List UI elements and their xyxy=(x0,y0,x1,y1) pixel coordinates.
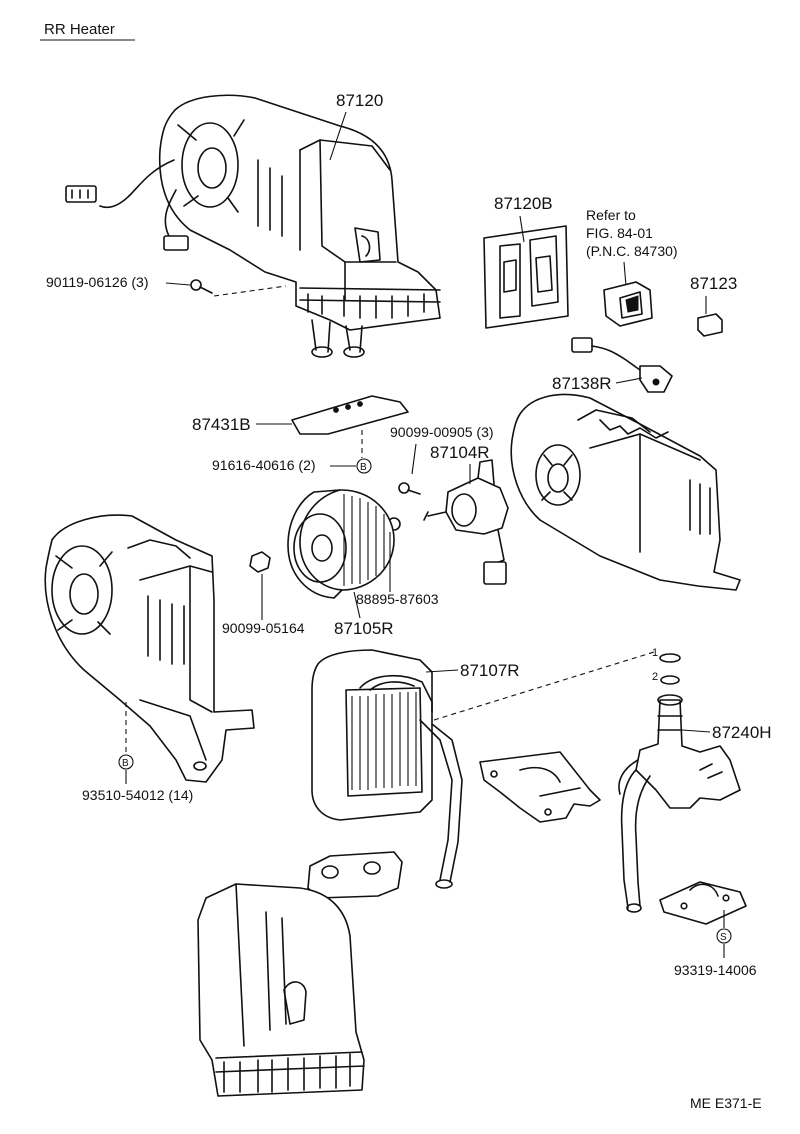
label-87138r: 87138R xyxy=(552,374,612,393)
marker-s-text: S xyxy=(720,932,727,943)
label-90119-06126: 90119-06126 (3) xyxy=(46,274,148,290)
label-87107r: 87107R xyxy=(460,661,520,680)
marker-b-lower-text: B xyxy=(122,758,129,769)
heater-core-87107r xyxy=(311,649,463,889)
label-88895-87603: 88895-87603 xyxy=(356,591,439,607)
clamp-plate-93319 xyxy=(659,881,747,925)
housing-right xyxy=(510,393,741,591)
switch-84730 xyxy=(603,281,653,327)
label-87105r: 87105R xyxy=(334,619,394,638)
o-ring-1 xyxy=(659,653,681,663)
duct-cover-bottom xyxy=(197,883,365,1097)
refer-line-1: Refer to xyxy=(586,207,636,223)
sensor-87138r xyxy=(571,337,673,393)
marker-s xyxy=(716,928,732,944)
bracket-87431b xyxy=(291,395,409,435)
label-87431b: 87431B xyxy=(192,415,251,434)
o-ring-2 xyxy=(660,675,680,685)
heater-unit-upper xyxy=(65,94,441,358)
label-93510-54012: 93510-54012 (14) xyxy=(82,787,193,803)
label-93319-14006: 93319-14006 xyxy=(674,962,757,978)
label-87104r: 87104R xyxy=(430,443,490,462)
label-91616-40616: 91616-40616 (2) xyxy=(212,457,316,473)
control-panel-87120b xyxy=(483,225,569,329)
marker-b-upper xyxy=(356,458,372,474)
servo-motor-87104r xyxy=(387,459,509,585)
figure-code: ME E371-E xyxy=(690,1095,762,1111)
label-87120b: 87120B xyxy=(494,194,553,213)
diagram-title: RR Heater xyxy=(44,21,115,38)
label-87120: 87120 xyxy=(336,91,383,110)
mounting-bracket xyxy=(479,751,601,823)
label-n1: 1 xyxy=(652,647,658,659)
label-87123: 87123 xyxy=(690,274,737,293)
clip-87123 xyxy=(697,313,723,337)
marker-b-lower xyxy=(118,754,134,770)
nut-90099-05164 xyxy=(249,551,271,573)
label-90099-00905: 90099-00905 (3) xyxy=(390,424,494,440)
label-87240h: 87240H xyxy=(712,723,772,742)
screw-90119 xyxy=(190,279,213,294)
housing-left xyxy=(44,514,255,783)
label-90099-05164: 90099-05164 xyxy=(222,620,305,636)
blower-wheel-87105r xyxy=(287,489,395,599)
marker-b-upper-text: B xyxy=(360,462,367,473)
water-valve-87240h xyxy=(618,694,741,913)
label-n2: 2 xyxy=(652,671,658,683)
refer-line-2: FIG. 84-01 xyxy=(586,225,653,241)
screw-90099-00905 xyxy=(398,482,421,495)
refer-line-3: (P.N.C. 84730) xyxy=(586,243,678,259)
